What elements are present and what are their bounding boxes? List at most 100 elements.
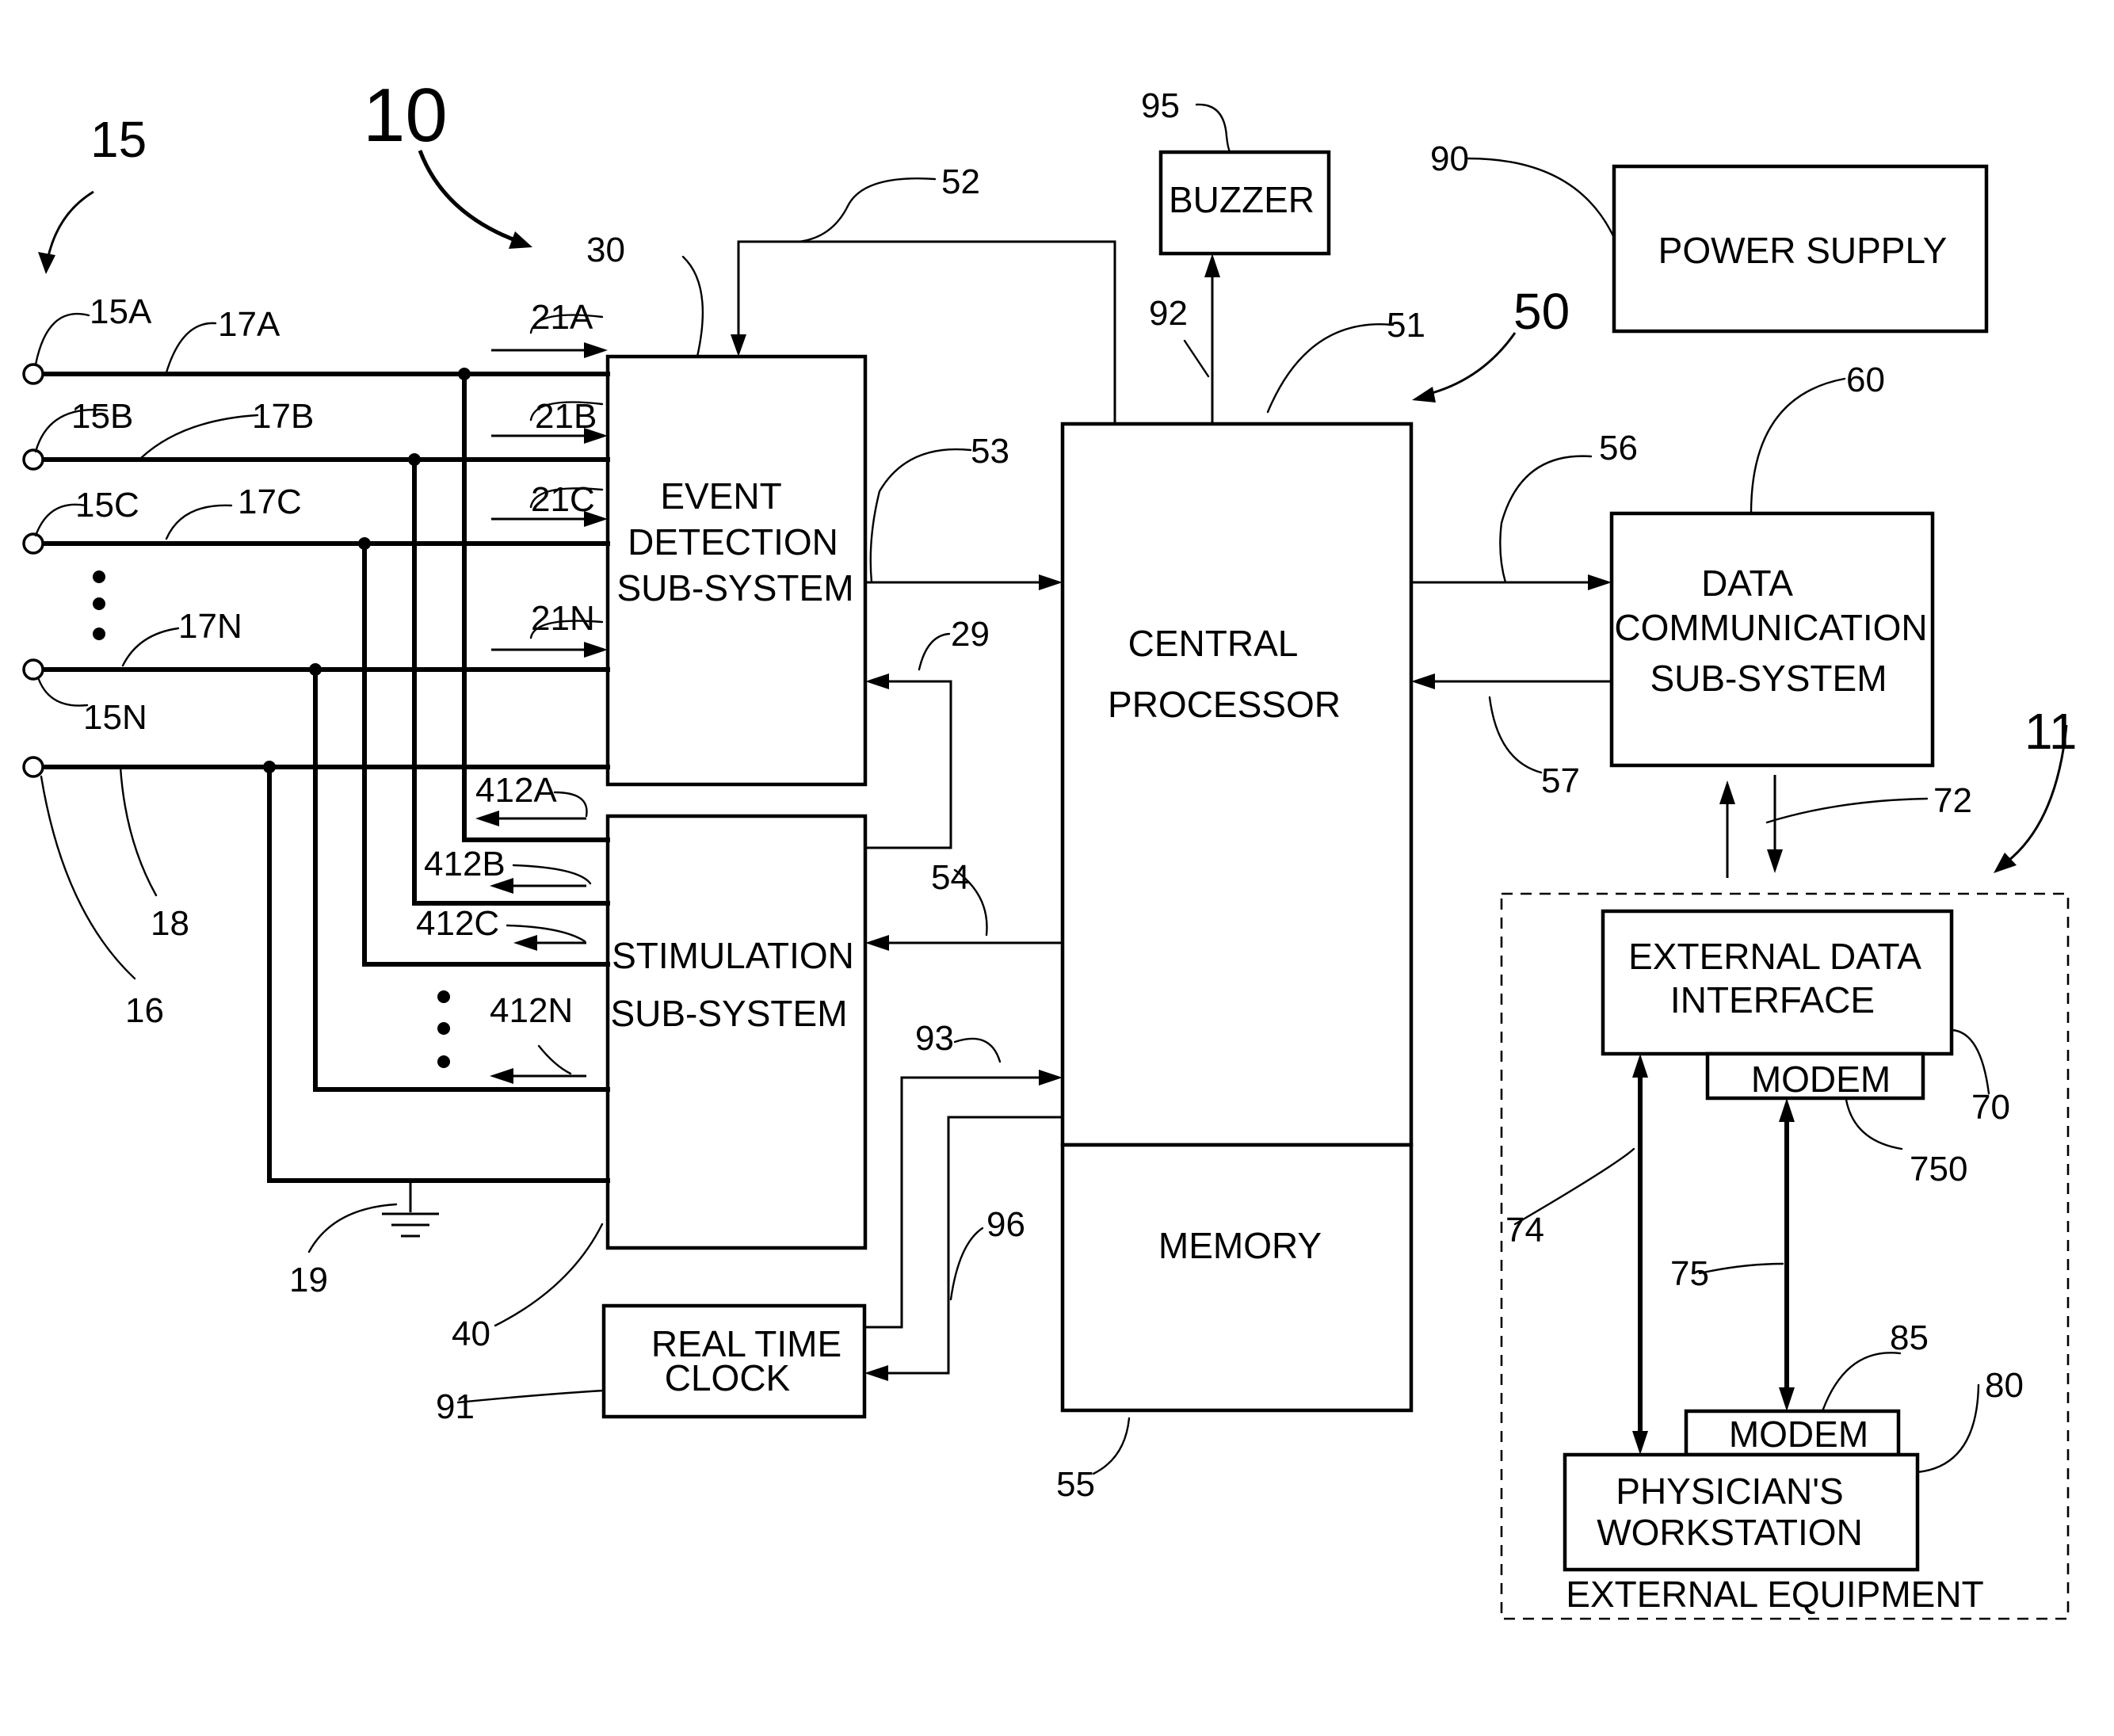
ref-72: 72	[1933, 781, 1972, 820]
rtc-line-2: CLOCK	[665, 1357, 791, 1398]
ref-10: 10	[363, 73, 448, 158]
event-detection-line-1: EVENT	[660, 475, 781, 517]
callout-arrow-50	[1412, 333, 1515, 403]
ref-90: 90	[1430, 139, 1469, 178]
connection-92	[1204, 254, 1220, 424]
connection-54	[865, 935, 1063, 951]
workstation-line-2: WORKSTATION	[1597, 1512, 1863, 1553]
ellipsis-dots-left	[93, 570, 105, 640]
connection-93	[864, 1070, 1063, 1327]
ref-15a: 15A	[90, 292, 152, 331]
ref-74: 74	[1505, 1211, 1544, 1250]
stimulation-line-2: SUB-SYSTEM	[610, 993, 847, 1034]
connection-74	[1632, 1054, 1648, 1455]
ref-50: 50	[1513, 283, 1570, 340]
terminal-15c	[24, 534, 43, 553]
terminal-15b	[24, 450, 43, 469]
ellipsis-dots-stim	[437, 990, 450, 1068]
terminal-15a	[24, 364, 43, 383]
buzzer-label: BUZZER	[1169, 179, 1315, 220]
ref-92: 92	[1149, 294, 1188, 333]
stimulation-line-1: STIMULATION	[612, 935, 854, 976]
ref-30: 30	[586, 231, 625, 269]
edi-line-2: INTERFACE	[1670, 979, 1875, 1021]
modem-85-label: MODEM	[1729, 1414, 1868, 1455]
connection-56	[1411, 574, 1612, 590]
data-comm-line-3: SUB-SYSTEM	[1650, 658, 1887, 699]
terminal-16	[24, 757, 43, 776]
ref-55: 55	[1056, 1465, 1095, 1504]
ref-21n: 21N	[531, 599, 595, 638]
central-processor-line-1: CENTRAL	[1128, 623, 1299, 664]
modem-750-label: MODEM	[1751, 1059, 1891, 1100]
connection-53	[865, 574, 1063, 590]
ref-15: 15	[90, 111, 147, 168]
data-communication-block: DATA COMMUNICATION SUB-SYSTEM	[1612, 513, 1933, 765]
ref-51: 51	[1387, 306, 1425, 345]
ref-54: 54	[931, 858, 970, 897]
ref-412b: 412B	[424, 845, 506, 883]
ref-93: 93	[915, 1019, 954, 1058]
ref-53: 53	[971, 432, 1009, 471]
ref-80: 80	[1985, 1366, 2024, 1405]
external-data-interface-block: EXTERNAL DATA INTERFACE	[1603, 911, 1952, 1054]
ref-15c: 15C	[75, 486, 139, 525]
ref-21c: 21C	[531, 480, 595, 519]
ref-70: 70	[1971, 1088, 2010, 1127]
ref-52: 52	[941, 162, 980, 201]
ref-412a: 412A	[475, 771, 557, 810]
data-comm-line-1: DATA	[1701, 563, 1793, 604]
ref-95: 95	[1141, 86, 1180, 125]
connection-72	[1719, 775, 1783, 878]
edi-line-1: EXTERNAL DATA	[1628, 936, 1921, 977]
event-detection-block: EVENT DETECTION SUB-SYSTEM	[608, 357, 865, 784]
physicians-workstation-block: PHYSICIAN'S WORKSTATION	[1565, 1455, 1917, 1570]
ref-21a: 21A	[531, 298, 593, 337]
event-detection-line-3: SUB-SYSTEM	[616, 567, 853, 609]
terminals	[24, 364, 43, 776]
ground-symbol	[382, 1181, 439, 1236]
connection-96	[864, 1117, 1063, 1381]
ref-75: 75	[1670, 1254, 1709, 1293]
modem-85-block: MODEM	[1686, 1411, 1898, 1455]
memory-label: MEMORY	[1158, 1225, 1322, 1266]
real-time-clock-block: REAL TIME CLOCK	[604, 1306, 864, 1417]
buzzer-block: BUZZER	[1161, 152, 1329, 254]
connection-29	[865, 673, 951, 848]
ref-412c: 412C	[416, 904, 499, 943]
data-comm-line-2: COMMUNICATION	[1614, 607, 1927, 648]
external-equipment-label: EXTERNAL EQUIPMENT	[1566, 1574, 1983, 1615]
ref-17n: 17N	[178, 607, 242, 646]
event-detection-line-2: DETECTION	[628, 521, 838, 563]
ref-96: 96	[986, 1205, 1025, 1244]
callout-arrow-15	[38, 192, 93, 274]
ref-40: 40	[452, 1314, 490, 1353]
stimulation-block: STIMULATION SUB-SYSTEM	[608, 816, 865, 1248]
ref-17c: 17C	[238, 483, 302, 521]
callout-arrow-10	[420, 151, 532, 249]
ref-412n: 412N	[490, 991, 573, 1030]
ref-91: 91	[436, 1387, 475, 1426]
workstation-line-1: PHYSICIAN'S	[1616, 1471, 1843, 1512]
ref-16: 16	[125, 991, 164, 1030]
modem-750-block: MODEM	[1708, 1054, 1923, 1100]
terminal-15n	[24, 660, 43, 679]
memory-block: MEMORY	[1063, 1145, 1411, 1410]
ref-15n: 15N	[83, 698, 147, 737]
ref-60: 60	[1846, 361, 1885, 399]
ref-18: 18	[151, 904, 189, 943]
ref-19: 19	[289, 1261, 328, 1299]
ref-21b: 21B	[535, 397, 597, 436]
ref-17b: 17B	[252, 397, 314, 436]
ref-750: 750	[1910, 1150, 1967, 1188]
ref-11: 11	[2024, 703, 2077, 760]
ref-85: 85	[1890, 1318, 1929, 1357]
connection-57	[1411, 673, 1612, 689]
central-processor-line-2: PROCESSOR	[1108, 684, 1341, 725]
ref-57: 57	[1541, 761, 1580, 800]
power-supply-block: POWER SUPPLY	[1614, 166, 1986, 331]
ref-15b: 15B	[71, 397, 133, 436]
ref-17a: 17A	[218, 305, 280, 344]
ref-29: 29	[951, 615, 990, 654]
